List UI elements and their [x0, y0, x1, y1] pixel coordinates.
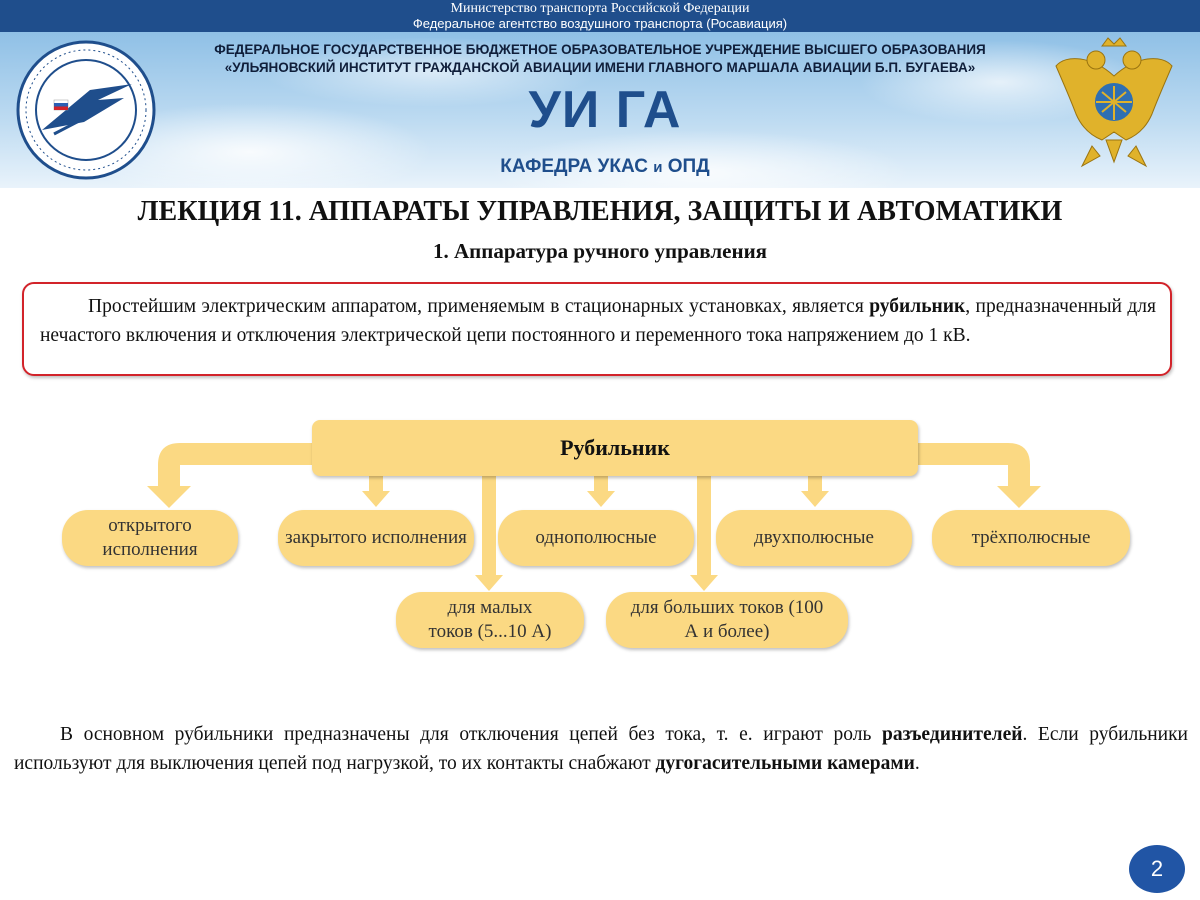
node-closed-type: закрытого исполнения: [278, 510, 474, 566]
bottom-text: В основном рубильники предназначены для …: [14, 720, 1188, 778]
node-large-currents: для больших токов (100 А и более): [606, 592, 848, 648]
rosaviatsia-eagle-icon: [1055, 37, 1173, 168]
lecture-title: ЛЕКЦИЯ 11. АППАРАТЫ УПРАВЛЕНИЯ, ЗАЩИТЫ И…: [137, 196, 1063, 227]
intro-term: рубильник: [869, 296, 966, 317]
org-name-line1: ФЕДЕРАЛЬНОЕ ГОСУДАРСТВЕННОЕ БЮДЖЕТНОЕ ОБ…: [214, 42, 986, 57]
intro-text-before: Простейшим электрическим аппаратом, прим…: [88, 296, 870, 317]
department-name: КАФЕДРА УКАС и ОПД: [400, 156, 810, 178]
node-triple-pole: трёхполюсные: [932, 510, 1130, 566]
term-disconnectors: разъединителей: [881, 724, 1023, 745]
diagram-root-node: Рубильник: [312, 420, 918, 476]
switch-classification-diagram: Рубильник открытого исполнения закрытого…: [0, 400, 1200, 670]
ministry-name: Министерство транспорта Российской Федер…: [450, 1, 750, 16]
org-name-line2: «УЛЬЯНОВСКИЙ ИНСТИТУТ ГРАЖДАНСКОЙ АВИАЦИ…: [224, 60, 976, 75]
institute-banner: ФЕДЕРАЛЬНОЕ ГОСУДАРСТВЕННОЕ БЮДЖЕТНОЕ ОБ…: [0, 32, 1200, 188]
node-small-currents: для малых токов (5...10 А): [396, 592, 584, 648]
arrow-to-open: [147, 443, 318, 508]
bottom-text-part1: В основном рубильники предназначены для …: [60, 724, 882, 745]
node-double-pole: двухполюсные: [716, 510, 912, 566]
department-name-a: КАФЕДРА УКАС: [500, 156, 648, 177]
intro-definition-box: Простейшим электрическим аппаратом, прим…: [22, 282, 1172, 376]
bottom-text-part2: . Если рубильники используют для выключе…: [14, 724, 1188, 774]
university-emblem-icon: [16, 40, 156, 180]
node-single-pole: однополюсные: [498, 510, 694, 566]
department-name-b: ОПД: [667, 156, 710, 177]
ministry-bar: Министерство транспорта Российской Федер…: [0, 0, 1200, 32]
section-subtitle: 1. Аппаратура ручного управления: [432, 239, 768, 263]
arrow-to-double: [801, 476, 829, 507]
institute-abbreviation: УИ ГА: [528, 81, 682, 139]
intro-paragraph: Простейшим электрическим аппаратом, прим…: [40, 292, 1156, 350]
arrow-to-triple: [912, 443, 1041, 508]
node-open-type: открытого исполнения: [62, 510, 238, 566]
intro-text-after: , предназначенный для нечастого включени…: [40, 296, 1156, 346]
arrow-to-single: [587, 476, 615, 507]
page-number-badge: 2: [1129, 845, 1185, 893]
term-arc-chambers: дугогасительными камерами: [655, 753, 915, 774]
bottom-paragraph: В основном рубильники предназначены для …: [14, 720, 1188, 778]
department-name-and: и: [653, 159, 663, 176]
bottom-text-part3: .: [914, 753, 920, 774]
arrow-to-small: [475, 476, 503, 591]
agency-name: Федеральное агентство воздушного транспо…: [412, 16, 788, 31]
arrow-to-closed: [362, 476, 390, 507]
arrow-to-large: [690, 476, 718, 591]
diagram-connectors: [147, 443, 1041, 591]
